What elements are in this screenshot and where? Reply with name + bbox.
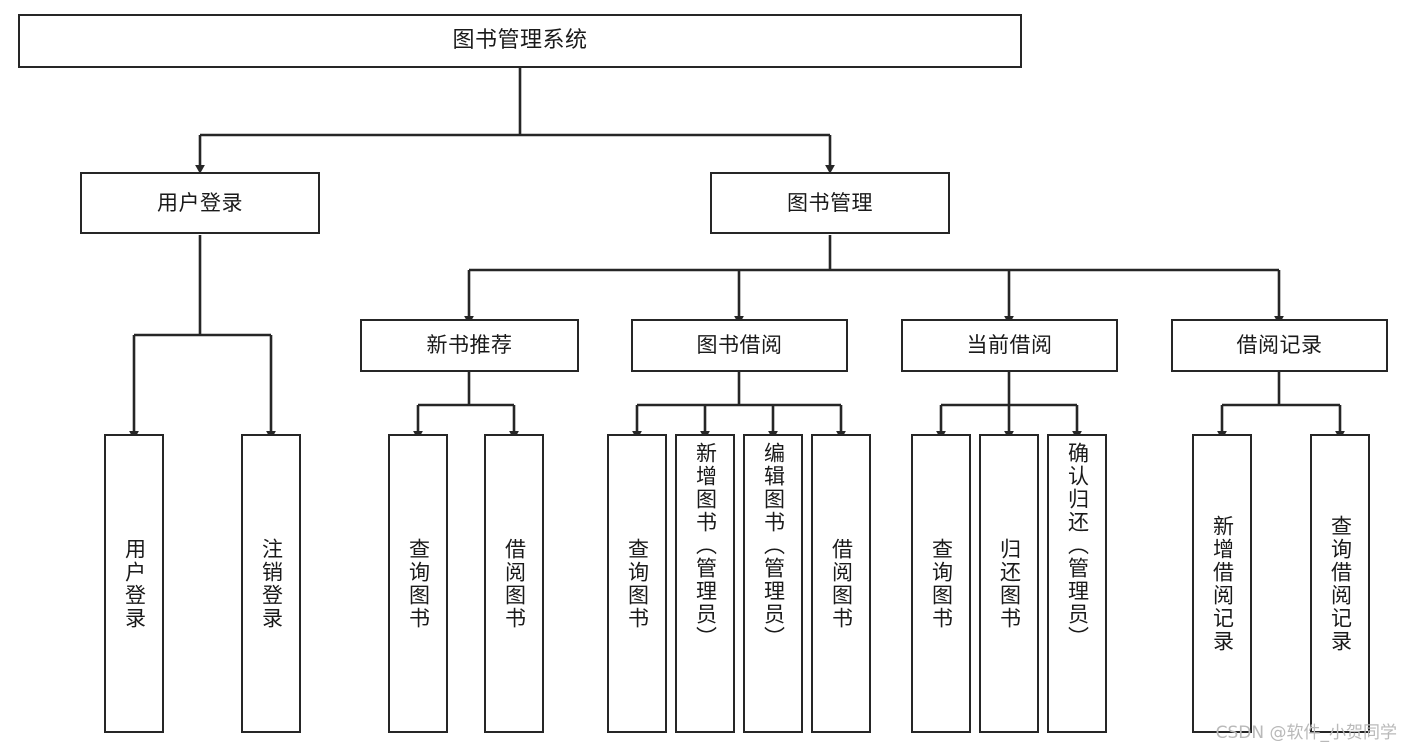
node-borrow-record-label: 借阅记录 bbox=[1236, 333, 1323, 358]
node-new-book-rec-label: 新书推荐 bbox=[426, 333, 513, 358]
node-leaf-confirm-return[interactable]: 确认归还（管理员） bbox=[1047, 434, 1107, 733]
node-leaf-confirm-return-label: 确认归还（管理员） bbox=[1065, 442, 1090, 649]
node-leaf-borrow-book-2-label: 借阅图书 bbox=[829, 537, 854, 630]
node-leaf-query-record-label: 查询借阅记录 bbox=[1328, 514, 1353, 653]
node-leaf-query-book-3-label: 查询图书 bbox=[929, 537, 954, 630]
node-leaf-user-login[interactable]: 用户登录 bbox=[104, 434, 164, 733]
node-leaf-query-record[interactable]: 查询借阅记录 bbox=[1310, 434, 1370, 733]
node-leaf-borrow-book-1[interactable]: 借阅图书 bbox=[484, 434, 544, 733]
node-current-borrow-label: 当前借阅 bbox=[966, 333, 1053, 358]
node-leaf-query-book-1-label: 查询图书 bbox=[406, 537, 431, 630]
node-book-borrow-label: 图书借阅 bbox=[696, 333, 783, 358]
node-leaf-return-book[interactable]: 归还图书 bbox=[979, 434, 1039, 733]
node-book-borrow[interactable]: 图书借阅 bbox=[631, 319, 848, 372]
node-root[interactable]: 图书管理系统 bbox=[18, 14, 1022, 68]
node-borrow-record[interactable]: 借阅记录 bbox=[1171, 319, 1388, 372]
node-new-book-rec[interactable]: 新书推荐 bbox=[360, 319, 579, 372]
node-leaf-query-book-3[interactable]: 查询图书 bbox=[911, 434, 971, 733]
node-leaf-borrow-book-2[interactable]: 借阅图书 bbox=[811, 434, 871, 733]
node-leaf-add-record[interactable]: 新增借阅记录 bbox=[1192, 434, 1252, 733]
node-user-login[interactable]: 用户登录 bbox=[80, 172, 320, 234]
node-leaf-add-record-label: 新增借阅记录 bbox=[1210, 514, 1235, 653]
node-leaf-query-book-2-label: 查询图书 bbox=[625, 537, 650, 630]
node-book-manage[interactable]: 图书管理 bbox=[710, 172, 950, 234]
node-leaf-logout-label: 注销登录 bbox=[259, 537, 284, 630]
node-leaf-edit-book[interactable]: 编辑图书（管理员） bbox=[743, 434, 803, 733]
node-leaf-edit-book-label: 编辑图书（管理员） bbox=[761, 442, 786, 649]
node-leaf-query-book-1[interactable]: 查询图书 bbox=[388, 434, 448, 733]
node-leaf-user-login-label: 用户登录 bbox=[122, 537, 147, 630]
node-leaf-return-book-label: 归还图书 bbox=[997, 537, 1022, 630]
node-user-login-label: 用户登录 bbox=[157, 190, 243, 215]
node-root-label: 图书管理系统 bbox=[452, 28, 588, 54]
node-leaf-logout[interactable]: 注销登录 bbox=[241, 434, 301, 733]
node-book-manage-label: 图书管理 bbox=[787, 190, 873, 215]
node-leaf-query-book-2[interactable]: 查询图书 bbox=[607, 434, 667, 733]
watermark-text: CSDN @软件_小贺同学 bbox=[1215, 723, 1397, 743]
node-leaf-borrow-book-1-label: 借阅图书 bbox=[502, 537, 527, 630]
node-current-borrow[interactable]: 当前借阅 bbox=[901, 319, 1118, 372]
node-leaf-add-book-label: 新增图书（管理员） bbox=[693, 442, 718, 649]
node-leaf-add-book[interactable]: 新增图书（管理员） bbox=[675, 434, 735, 733]
